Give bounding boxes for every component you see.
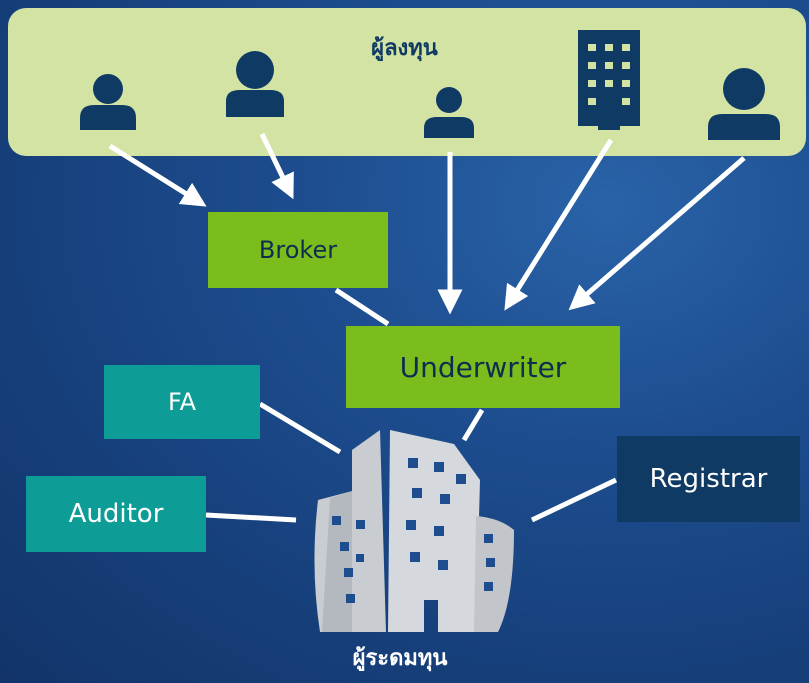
person-icon bbox=[226, 51, 284, 117]
investors-title: ผู้ลงทุน bbox=[371, 36, 438, 61]
connector-auditor-issuer bbox=[205, 512, 297, 523]
broker-box: Broker bbox=[208, 212, 388, 288]
connector-registrar-issuer bbox=[530, 477, 618, 523]
arrow-investor1-to-broker bbox=[108, 143, 207, 207]
fa-box: FA bbox=[104, 365, 260, 439]
person-icon bbox=[424, 87, 474, 138]
auditor-box: Auditor bbox=[26, 476, 206, 552]
investor-banner bbox=[8, 8, 806, 156]
issuer-label: ผู้ระดมทุน bbox=[352, 646, 448, 671]
underwriter-box: Underwriter bbox=[346, 326, 620, 408]
person-icon bbox=[708, 68, 780, 140]
person-icon bbox=[80, 74, 136, 130]
connector-underwriter-issuer bbox=[461, 408, 485, 442]
arrow-building-to-underwriter bbox=[504, 138, 614, 311]
city-buildings-icon bbox=[314, 430, 514, 632]
connector-fa-issuer bbox=[258, 401, 342, 455]
office-building-icon bbox=[578, 30, 640, 130]
arrow-investor5-to-underwriter bbox=[568, 156, 746, 311]
connector-broker-underwriter bbox=[334, 287, 390, 327]
arrow-investor2-to-broker bbox=[259, 132, 294, 200]
registrar-box: Registrar bbox=[617, 436, 800, 522]
